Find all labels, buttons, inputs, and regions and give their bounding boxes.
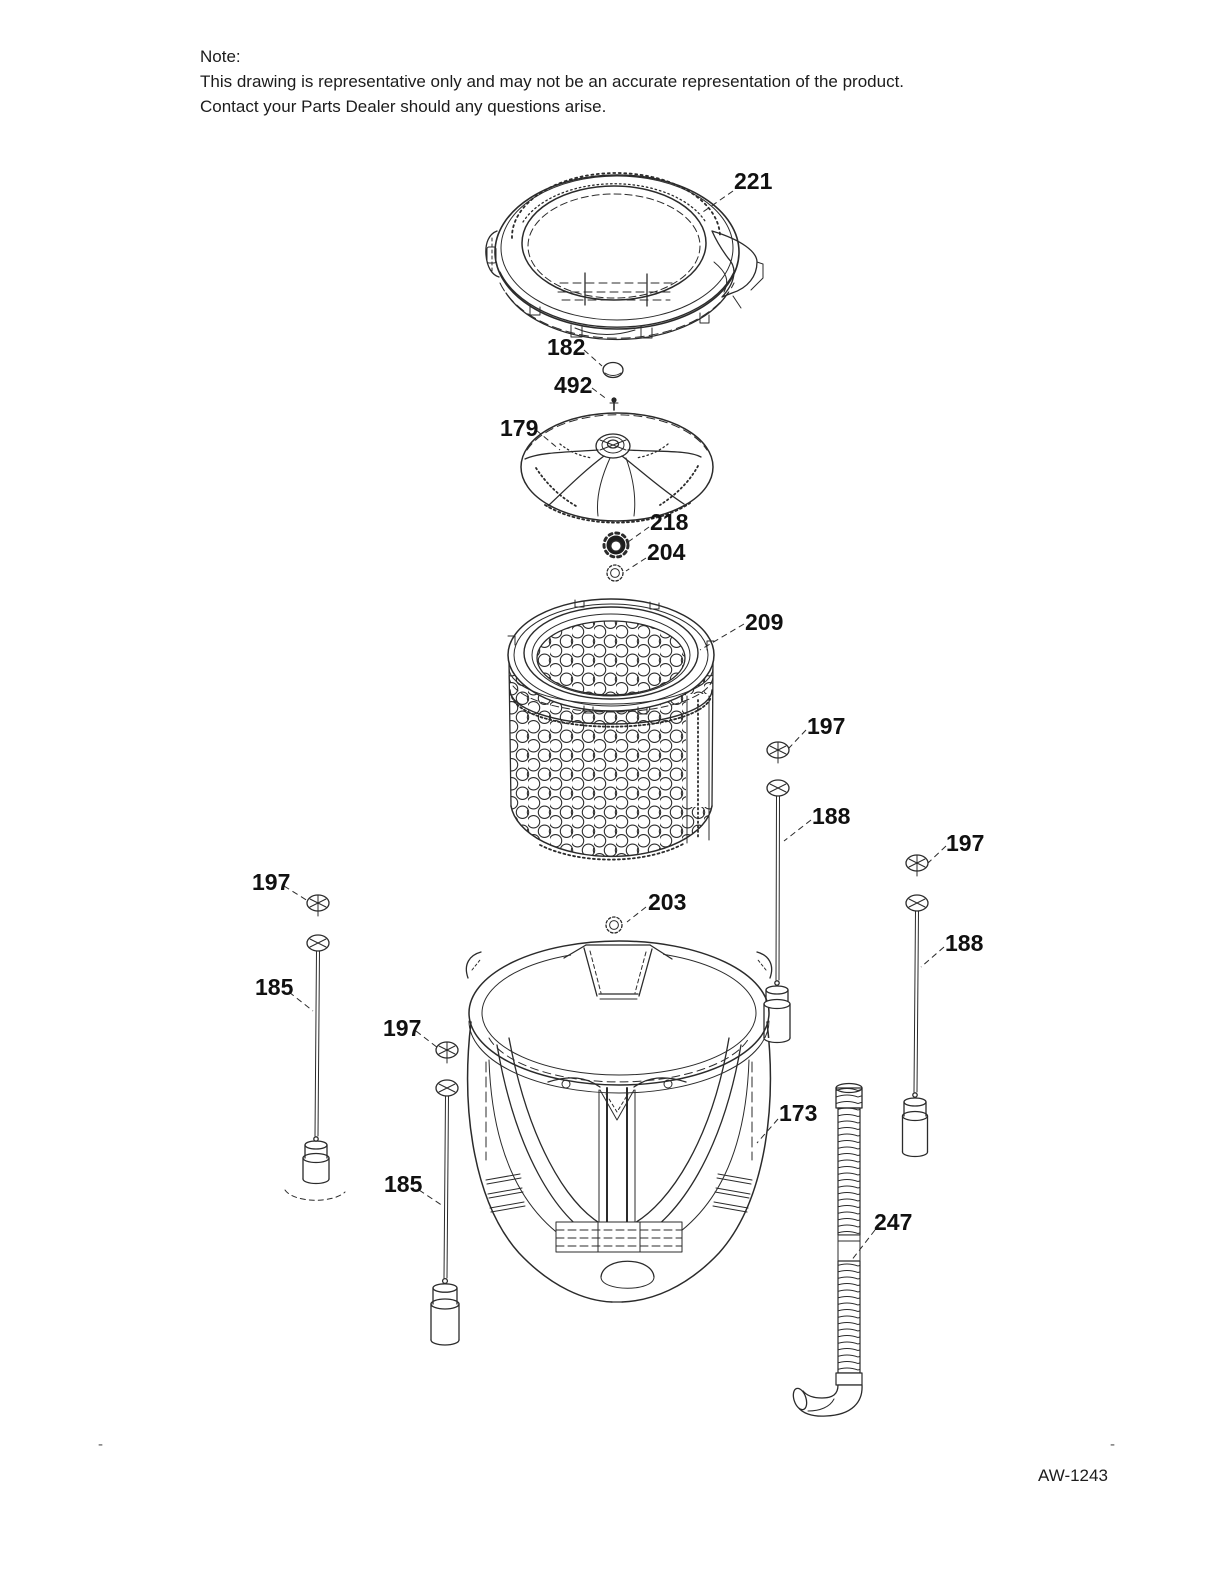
part-label-185-left-inner: 185 xyxy=(384,1171,423,1197)
part-label-197-left-outer: 197 xyxy=(252,869,290,895)
outer-tub-part-173 xyxy=(465,940,773,1303)
washer-part-203 xyxy=(605,916,623,934)
note-block: Note: This drawing is representative onl… xyxy=(200,44,904,119)
suspension-rod-right-outer-188 xyxy=(901,854,929,1158)
wash-plate-part-179 xyxy=(520,412,714,524)
part-label-197-left-inner: 197 xyxy=(383,1015,421,1041)
part-label-218: 218 xyxy=(650,509,689,535)
part-label-182: 182 xyxy=(547,334,585,360)
washer-part-204 xyxy=(606,564,624,582)
part-label-247: 247 xyxy=(874,1209,912,1235)
suspension-rod-right-inner-188 xyxy=(763,741,791,1044)
screw-part-492 xyxy=(609,397,619,411)
part-labels: 221 182 492 179 218 204 209 197 188 197 … xyxy=(252,168,984,1235)
suspension-rod-left-inner-185 xyxy=(430,1041,460,1346)
part-label-179: 179 xyxy=(500,415,538,441)
leader-lines xyxy=(283,190,947,1262)
basket-part-209 xyxy=(507,598,715,861)
part-label-188-right-inner: 188 xyxy=(812,803,851,829)
part-label-197-right-inner: 197 xyxy=(807,713,845,739)
suspension-rod-left-outer-185 xyxy=(284,894,346,1201)
page-margin-dash-right: - xyxy=(1110,1436,1115,1453)
drain-hose-part-247 xyxy=(792,1082,863,1417)
part-label-492: 492 xyxy=(554,372,592,398)
part-label-209: 209 xyxy=(745,609,783,635)
note-line-1: This drawing is representative only and … xyxy=(200,72,905,91)
part-label-173: 173 xyxy=(779,1100,817,1126)
drawing-code: AW-1243 xyxy=(1038,1466,1108,1485)
page-margin-dash-left: - xyxy=(98,1436,103,1453)
hub-nut-part-218 xyxy=(602,531,630,559)
note-title: Note: xyxy=(200,47,241,66)
part-label-204: 204 xyxy=(647,539,686,565)
part-label-185-left-outer: 185 xyxy=(255,974,294,1000)
note-line-2: Contact your Parts Dealer should any que… xyxy=(200,97,607,116)
part-label-221: 221 xyxy=(734,168,773,194)
part-label-197-right-outer: 197 xyxy=(946,830,984,856)
tub-cover-part xyxy=(485,172,764,341)
part-label-188-right-outer: 188 xyxy=(945,930,984,956)
part-label-203: 203 xyxy=(648,889,686,915)
cap-part-182 xyxy=(602,361,624,379)
